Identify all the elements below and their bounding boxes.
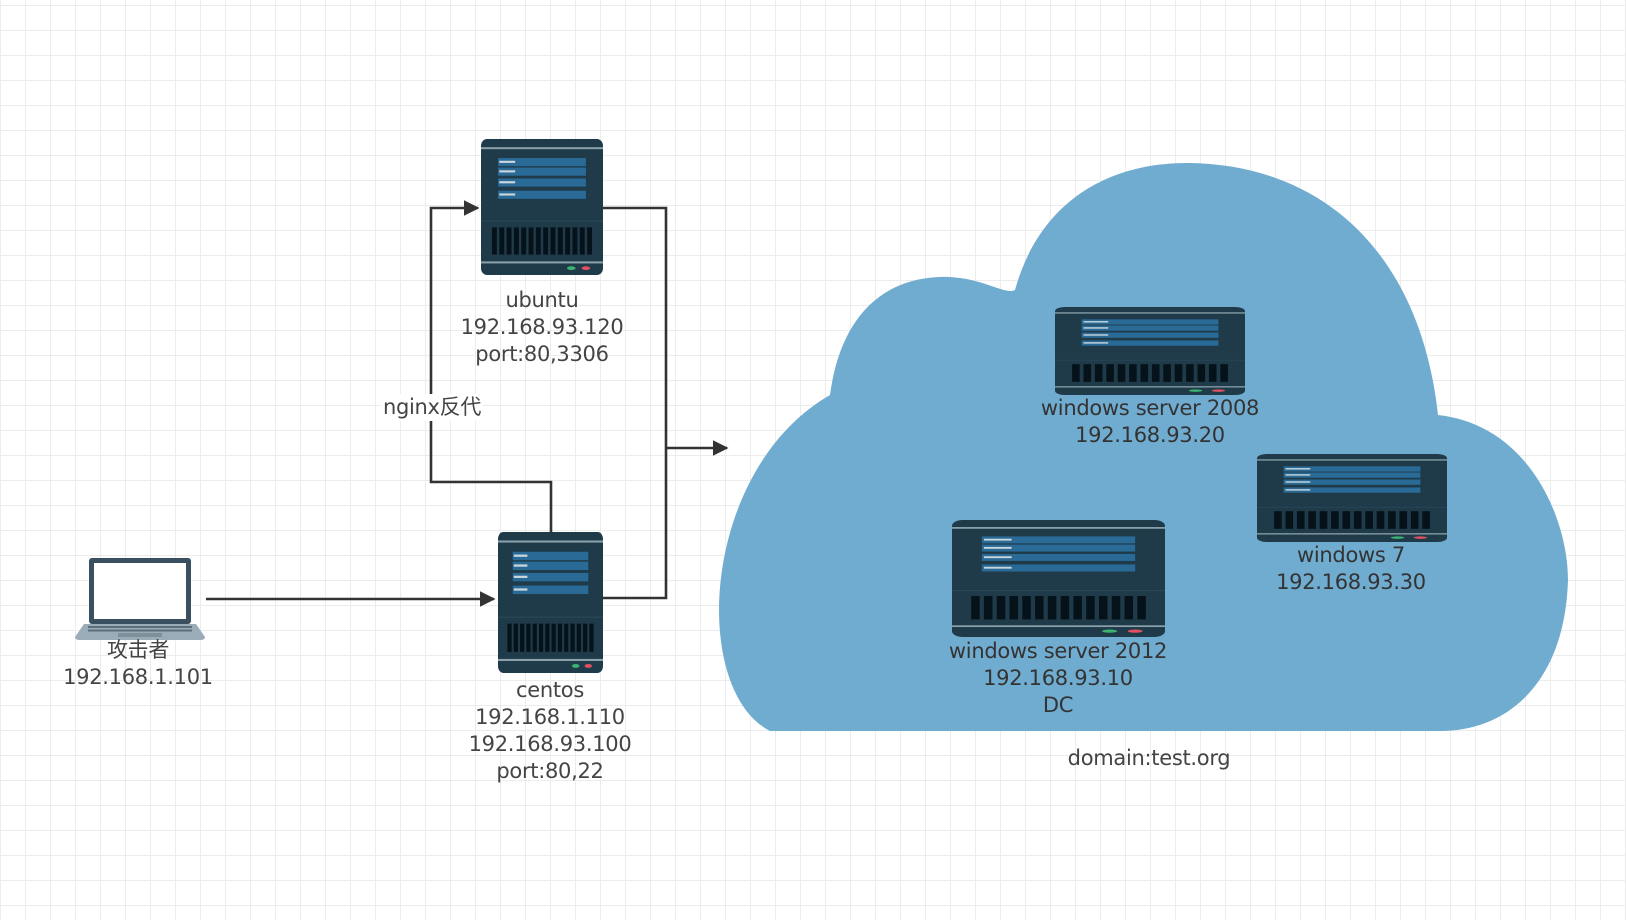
win2008-label: windows server 2008 192.168.93.20 <box>1041 395 1259 449</box>
centos-ports: port:80,22 <box>496 759 604 783</box>
attacker-label: 攻击者 192.168.1.101 <box>63 637 213 691</box>
connectors <box>206 200 729 607</box>
ubuntu-name: ubuntu <box>505 288 579 312</box>
ubuntu-server-icon[interactable] <box>481 139 603 275</box>
centos-label: centos 192.168.1.110 192.168.93.100 port… <box>469 677 632 785</box>
win2008-name: windows server 2008 <box>1040 396 1260 420</box>
win2012-ip: 192.168.93.10 <box>983 666 1133 690</box>
centos-ip-2: 192.168.93.100 <box>468 732 632 756</box>
attacker-ip: 192.168.1.101 <box>63 665 213 689</box>
win2008-server-icon[interactable] <box>1055 307 1245 395</box>
win2012-label: windows server 2012 192.168.93.10 DC <box>949 638 1167 719</box>
win7-ip: 192.168.93.30 <box>1276 570 1426 594</box>
win7-label: windows 7 192.168.93.30 <box>1276 542 1426 596</box>
ubuntu-label: ubuntu 192.168.93.120 port:80,3306 <box>461 287 624 368</box>
laptop-icon[interactable] <box>75 558 205 640</box>
win7-server-icon[interactable] <box>1257 454 1447 542</box>
edge-label-nginx: nginx反代 <box>380 394 484 421</box>
win2012-role: DC <box>1042 693 1074 717</box>
centos-ip-1: 192.168.1.110 <box>475 705 625 729</box>
centos-name: centos <box>515 678 584 702</box>
edge-ubuntu-cloud <box>603 206 668 600</box>
win2012-server-icon[interactable] <box>952 520 1165 637</box>
win7-name: windows 7 <box>1297 543 1405 567</box>
edge-centos-ubuntu <box>429 200 553 532</box>
win2008-ip: 192.168.93.20 <box>1075 423 1225 447</box>
domain-cloud <box>719 162 1568 731</box>
win2012-name: windows server 2012 <box>948 639 1168 663</box>
centos-server-icon[interactable] <box>498 532 603 673</box>
domain-label: domain:test.org <box>1067 746 1231 770</box>
attacker-name: 攻击者 <box>106 638 170 662</box>
ubuntu-ports: port:80,3306 <box>475 342 609 366</box>
ubuntu-ip: 192.168.93.120 <box>460 315 624 339</box>
